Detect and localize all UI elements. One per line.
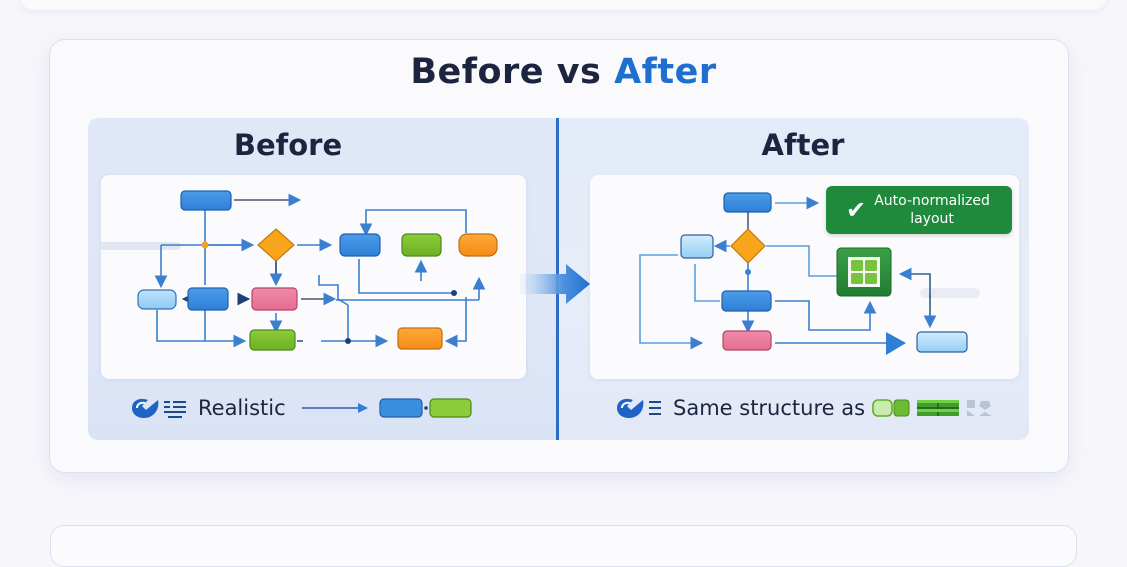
green-node-icon — [893, 399, 910, 417]
decision-node — [257, 228, 295, 262]
junction-dot — [745, 269, 751, 275]
before-panel-title: Before — [233, 128, 343, 162]
process-node — [180, 190, 232, 211]
terminal-node — [458, 233, 498, 257]
background-card-bottom — [50, 525, 1077, 567]
badge-label: Auto-normalized layout — [874, 193, 990, 227]
before-connectors — [154, 193, 486, 348]
title-text: Before vs — [410, 52, 615, 92]
process-node — [916, 331, 968, 353]
logo-check-menu-icon — [617, 398, 661, 418]
ghost-bar — [920, 288, 980, 298]
light-node-icon — [872, 399, 893, 417]
auto-normalized-badge: ✔ Auto-normalized layout — [826, 186, 1012, 234]
process-node — [249, 329, 296, 351]
title-accent: After — [614, 52, 717, 92]
page-title: Before vs After — [0, 52, 1127, 92]
junction-dot — [345, 338, 351, 344]
process-node — [187, 287, 229, 311]
background-card-top — [20, 0, 1107, 10]
legend-flow-icon — [301, 398, 472, 418]
flow-arrowhead — [886, 332, 906, 355]
process-node — [401, 233, 442, 257]
process-node — [251, 287, 298, 311]
process-node — [723, 192, 772, 213]
checkmark-icon: ✔ — [845, 196, 867, 224]
process-node — [721, 290, 772, 312]
grid-bars-icon — [917, 400, 960, 416]
after-footer-label: Same structure as — [673, 396, 866, 420]
after-footer: Same structure as — [615, 392, 1001, 424]
process-node — [397, 327, 443, 350]
logo-check-list-icon — [132, 398, 186, 418]
junction-dot — [451, 290, 457, 296]
process-node — [137, 289, 177, 310]
before-flowchart — [101, 190, 498, 351]
before-footer: Realistic — [130, 392, 482, 424]
junction-dot — [201, 241, 209, 249]
ghost-bar — [101, 242, 181, 250]
transform-arrow-icon — [520, 264, 590, 304]
process-node — [680, 234, 714, 259]
before-footer-label: Realistic — [198, 396, 286, 420]
structure-legend-icons — [872, 399, 993, 417]
decision-node — [730, 228, 766, 264]
grid-node — [836, 247, 892, 297]
after-panel-title: After — [761, 128, 845, 162]
process-node — [339, 233, 381, 257]
process-node — [722, 330, 772, 351]
shapes-icon — [967, 400, 993, 416]
after-flowchart — [639, 192, 980, 355]
before-diagram — [101, 175, 526, 379]
after-connectors — [639, 196, 937, 350]
